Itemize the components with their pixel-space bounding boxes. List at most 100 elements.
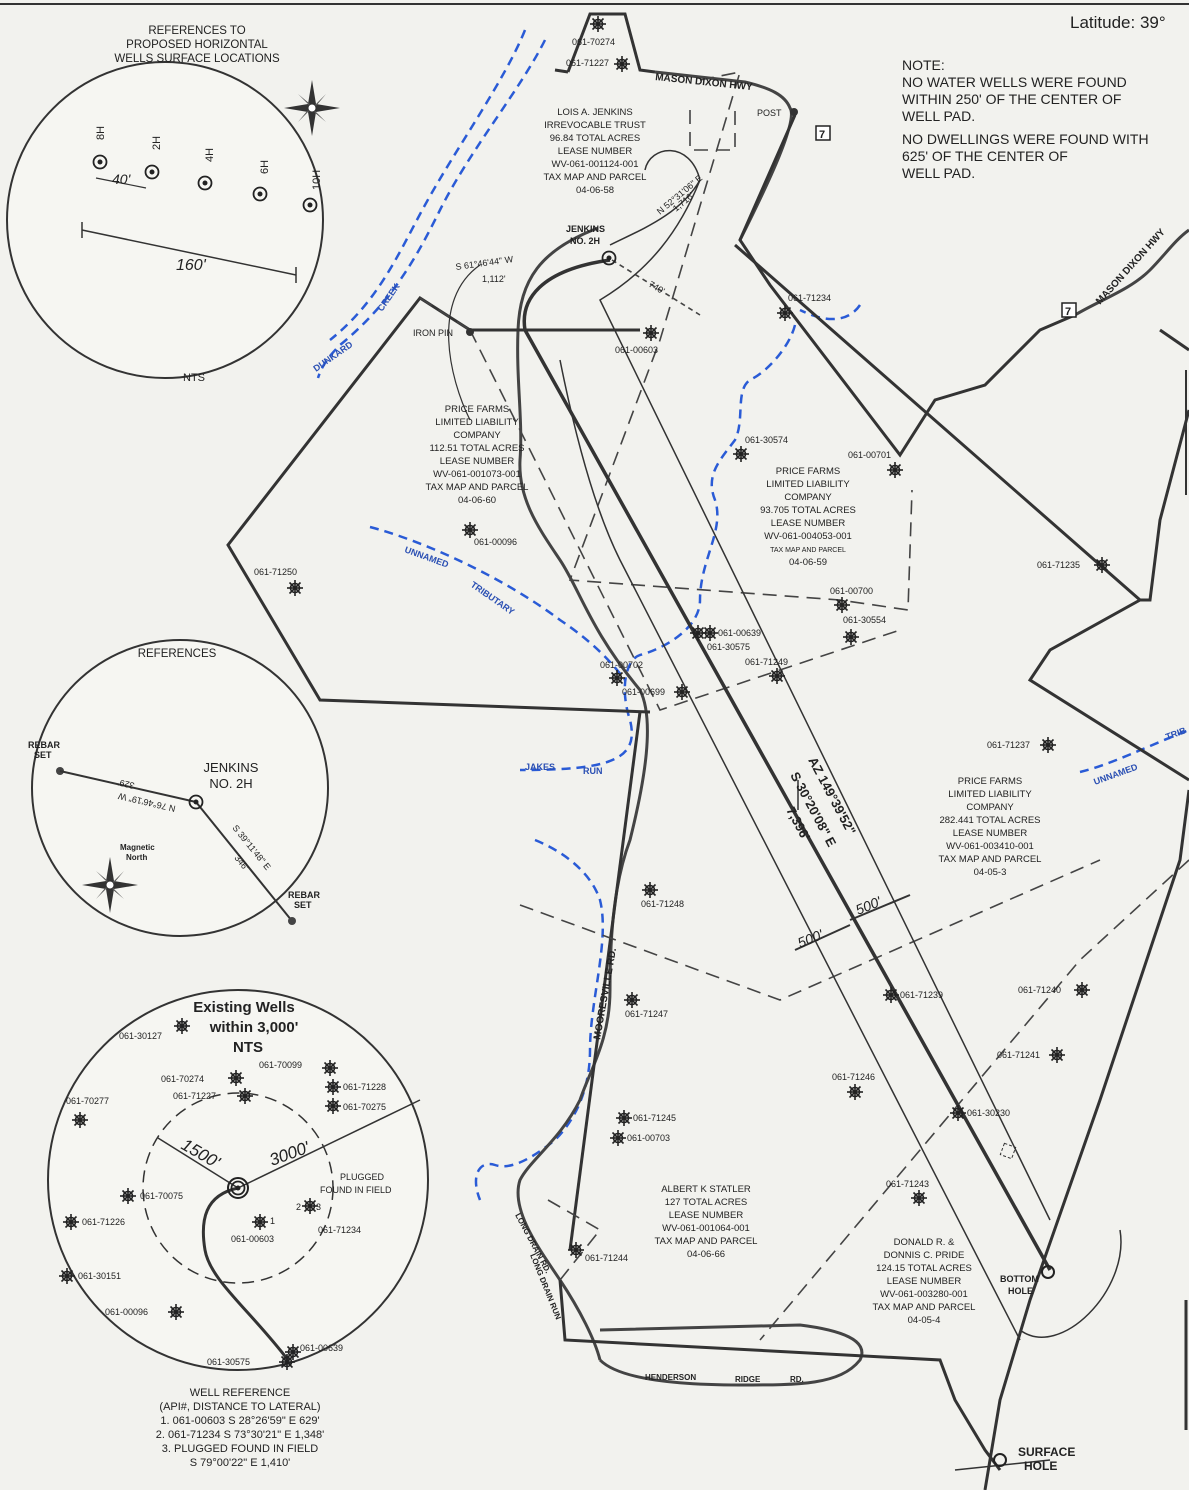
note-line: NOTE: bbox=[902, 57, 945, 73]
well-label: 061-00639 bbox=[718, 628, 761, 638]
tract-line: LEASE NUMBER bbox=[771, 518, 846, 529]
tract-line: LIMITED LIABILITY bbox=[766, 479, 850, 490]
reference-line: WELL REFERENCE bbox=[190, 1387, 290, 1399]
rebar-label: REBAR bbox=[28, 740, 61, 750]
map-wells bbox=[286, 15, 1111, 1467]
frame bbox=[0, 3, 1189, 1430]
well-label: 061-71227 bbox=[566, 58, 609, 68]
bearing-distance: 1,112' bbox=[482, 274, 506, 284]
tract-line: 04-05-3 bbox=[974, 867, 1007, 878]
inset-title: Existing Wells bbox=[193, 999, 294, 1016]
reference-line: S 79°00'22" E 1,410' bbox=[190, 1457, 291, 1469]
jenkins-well-label: NO. 2H bbox=[570, 236, 600, 246]
tract-line: 112.51 TOTAL ACRES bbox=[429, 443, 524, 454]
spacing-label: 40' bbox=[112, 171, 132, 187]
well-label: 061-00096 bbox=[105, 1307, 148, 1317]
well-label: 061-71245 bbox=[633, 1113, 676, 1123]
tract-price-1: PRICE FARMS LIMITED LIABILITY COMPANY 11… bbox=[426, 404, 529, 506]
latitude-label: Latitude: 39° bbox=[1070, 13, 1166, 32]
tract-line: WV-061-001073-001 bbox=[433, 469, 521, 480]
tract-line: WV-061-001064-001 bbox=[662, 1223, 750, 1234]
well-label: 061-71247 bbox=[625, 1009, 668, 1019]
well-label: 061-00700 bbox=[830, 586, 873, 596]
rebar-label: REBAR bbox=[288, 890, 321, 900]
tract-line: 04-06-58 bbox=[576, 185, 614, 196]
well-label: 061-00702 bbox=[600, 660, 643, 670]
well-name: JENKINS bbox=[204, 760, 259, 775]
post-label: POST bbox=[757, 108, 782, 118]
well-label: 061-71226 bbox=[82, 1217, 125, 1227]
well-label: 061-71244 bbox=[585, 1253, 628, 1263]
tract-line: 282.441 TOTAL ACRES bbox=[939, 815, 1040, 826]
well-label: 061-00639 bbox=[300, 1343, 343, 1353]
reference-line: 1. 061-00603 S 28°26'59" E 629' bbox=[160, 1415, 319, 1427]
stream-label: CREEK bbox=[375, 281, 402, 313]
well-label: 061-30230 bbox=[967, 1108, 1010, 1118]
inset-references: REFERENCES REBAR SET REBAR SET JENKINS N… bbox=[28, 639, 329, 937]
distance-label: 329' bbox=[117, 777, 136, 791]
streams bbox=[316, 29, 1189, 1201]
well-label: 061-71250 bbox=[254, 567, 297, 577]
tract-line: PRICE FARMS bbox=[958, 776, 1022, 787]
rebar-label: SET bbox=[34, 750, 52, 760]
well-reference: WELL REFERENCE (API#, DISTANCE TO LATERA… bbox=[156, 1387, 324, 1469]
tract-line: LEASE NUMBER bbox=[440, 456, 515, 467]
tract-line: WV-061-001124-001 bbox=[552, 159, 639, 170]
tract-line: TAX MAP AND PARCEL bbox=[939, 854, 1042, 865]
well-label: 061-70275 bbox=[343, 1102, 386, 1112]
tract-line: PRICE FARMS bbox=[445, 404, 509, 415]
well-label: 061-30574 bbox=[745, 435, 788, 445]
bottom-hole-label: HOLE bbox=[1008, 1286, 1033, 1296]
plugged-label: FOUND IN FIELD bbox=[320, 1185, 392, 1195]
tract-line: 127 TOTAL ACRES bbox=[665, 1197, 748, 1208]
stream-label: UNNAMED bbox=[403, 544, 450, 569]
buffer-label: 500' bbox=[853, 893, 884, 918]
well-name: NO. 2H bbox=[209, 776, 252, 791]
tract-pride: DONALD R. & DONNIS C. PRIDE 124.15 TOTAL… bbox=[873, 1237, 976, 1326]
inset-title: REFERENCES TO bbox=[148, 25, 245, 37]
tract-line: 04-06-66 bbox=[687, 1249, 725, 1260]
well-label: 061-00699 bbox=[622, 687, 665, 697]
well-label: 061-71246 bbox=[832, 1072, 875, 1082]
well-label: 061-71228 bbox=[343, 1082, 386, 1092]
surface-hole-label: SURFACE bbox=[1018, 1445, 1075, 1459]
inset-surface-locations: REFERENCES TO PROPOSED HORIZONTAL WELLS … bbox=[6, 25, 341, 384]
well-label: 061-71243 bbox=[886, 1179, 929, 1189]
well-label: 061-71234 bbox=[788, 293, 831, 303]
tract-statler: ALBERT K STATLER 127 TOTAL ACRES LEASE N… bbox=[655, 1184, 758, 1260]
tract-line: LIMITED LIABILITY bbox=[435, 417, 519, 428]
tract-line: 04-06-59 bbox=[789, 557, 827, 568]
note-line: WELL PAD. bbox=[902, 165, 975, 181]
reference-line: (API#, DISTANCE TO LATERAL) bbox=[159, 1401, 320, 1413]
tract-line: LEASE NUMBER bbox=[669, 1210, 744, 1221]
reference-line: 3. PLUGGED FOUND IN FIELD bbox=[162, 1443, 319, 1455]
tract-line: IRREVOCABLE TRUST bbox=[544, 120, 646, 131]
marker-label: 2 bbox=[296, 1202, 301, 1212]
well-label: 061-00096 bbox=[474, 537, 517, 547]
well-label: 061-70274 bbox=[572, 37, 615, 47]
jenkins-well-label: JENKINS bbox=[566, 224, 605, 234]
well-label: 061-71240 bbox=[1018, 985, 1061, 995]
tract-line: TAX MAP AND PARCEL bbox=[544, 172, 647, 183]
tract-line: PRICE FARMS bbox=[776, 466, 840, 477]
tract-line: TAX MAP AND PARCEL bbox=[873, 1302, 976, 1313]
iron-pin-label: IRON PIN bbox=[413, 328, 453, 338]
well-name: 8H bbox=[95, 126, 107, 140]
plugged-label: PLUGGED bbox=[340, 1172, 385, 1182]
tract-price-3: PRICE FARMS LIMITED LIABILITY COMPANY 28… bbox=[939, 776, 1042, 878]
rebar-label: SET bbox=[294, 900, 312, 910]
bottom-hole-label: BOTTOM bbox=[1000, 1274, 1039, 1284]
well-label: 061-70075 bbox=[140, 1191, 183, 1201]
tract-line: LEASE NUMBER bbox=[887, 1276, 962, 1287]
tract-line: WV-061-003410-001 bbox=[946, 841, 1034, 852]
tract-line: COMPANY bbox=[966, 802, 1014, 813]
road-label: RD. bbox=[790, 1375, 804, 1384]
buffer-label: 500' bbox=[795, 926, 826, 951]
well-label: 061-30575 bbox=[707, 642, 750, 652]
well-label: 061-00603 bbox=[231, 1234, 274, 1244]
well-label: 061-30575 bbox=[207, 1357, 250, 1367]
inset-existing-wells: Existing Wells within 3,000' NTS 1500' 3… bbox=[47, 989, 429, 1371]
tract-line: LIMITED LIABILITY bbox=[948, 789, 1032, 800]
well-label: 061-71235 bbox=[1037, 560, 1080, 570]
